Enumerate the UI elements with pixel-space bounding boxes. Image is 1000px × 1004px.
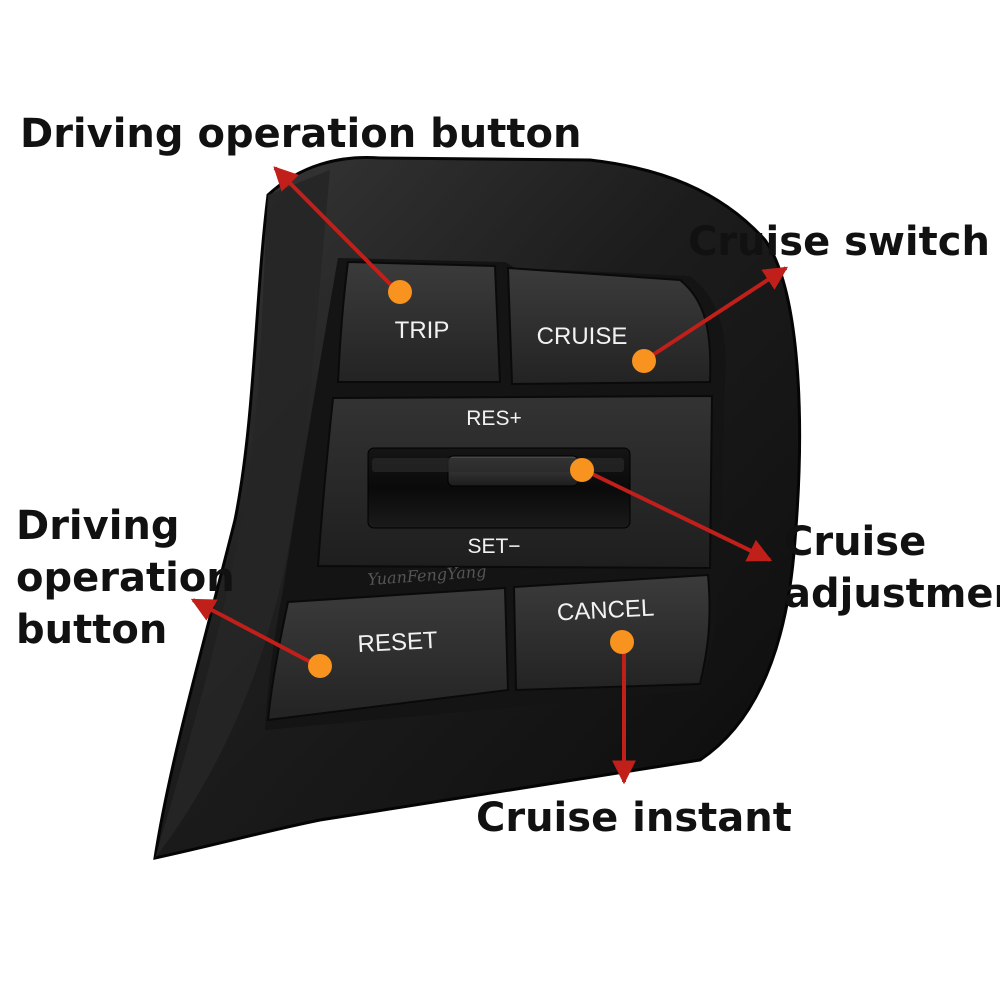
res-set-rocker[interactable]: RES+ SET− <box>316 394 714 570</box>
cruise-label: CRUISE <box>537 323 628 350</box>
callout-line: button <box>16 607 168 653</box>
arrow-driving-bottom <box>190 598 319 668</box>
trip-button[interactable]: TRIP <box>336 260 502 383</box>
trip-label: TRIP <box>395 317 450 344</box>
callout-cruise-instant: Cruise instant <box>476 795 792 841</box>
callout-line: operation <box>16 555 235 601</box>
marker-dot-trip <box>388 280 412 304</box>
callout-line: adjustmen <box>784 571 1000 617</box>
marker-dot-cancel <box>610 630 634 654</box>
cancel-label: CANCEL <box>556 594 655 626</box>
marker-dot-cruise <box>632 349 656 373</box>
reset-label: RESET <box>357 627 439 658</box>
callout-line: Driving <box>16 503 180 549</box>
callout-driving-operation-bottom: Driving operation button <box>16 500 235 656</box>
callout-driving-operation-top: Driving operation button <box>20 111 582 157</box>
marker-dot-reset <box>308 654 332 678</box>
arrow-driving-top <box>273 166 400 294</box>
callout-line: Cruise <box>784 519 927 565</box>
reset-button[interactable]: RESET <box>266 586 510 722</box>
callout-cruise-switch: Cruise switch <box>688 219 990 265</box>
marker-dot-rocker <box>570 458 594 482</box>
cancel-button[interactable]: CANCEL <box>512 573 711 692</box>
arrow-cruise-switch <box>640 266 789 364</box>
res-plus-label: RES+ <box>466 407 521 430</box>
housing-rim <box>155 170 330 858</box>
callout-cruise-adjustment: Cruise adjustmen <box>784 516 1000 620</box>
set-minus-label: SET− <box>467 535 520 558</box>
cruise-button[interactable]: CRUISE <box>506 266 712 386</box>
arrow-cruise-adjust <box>583 468 773 562</box>
